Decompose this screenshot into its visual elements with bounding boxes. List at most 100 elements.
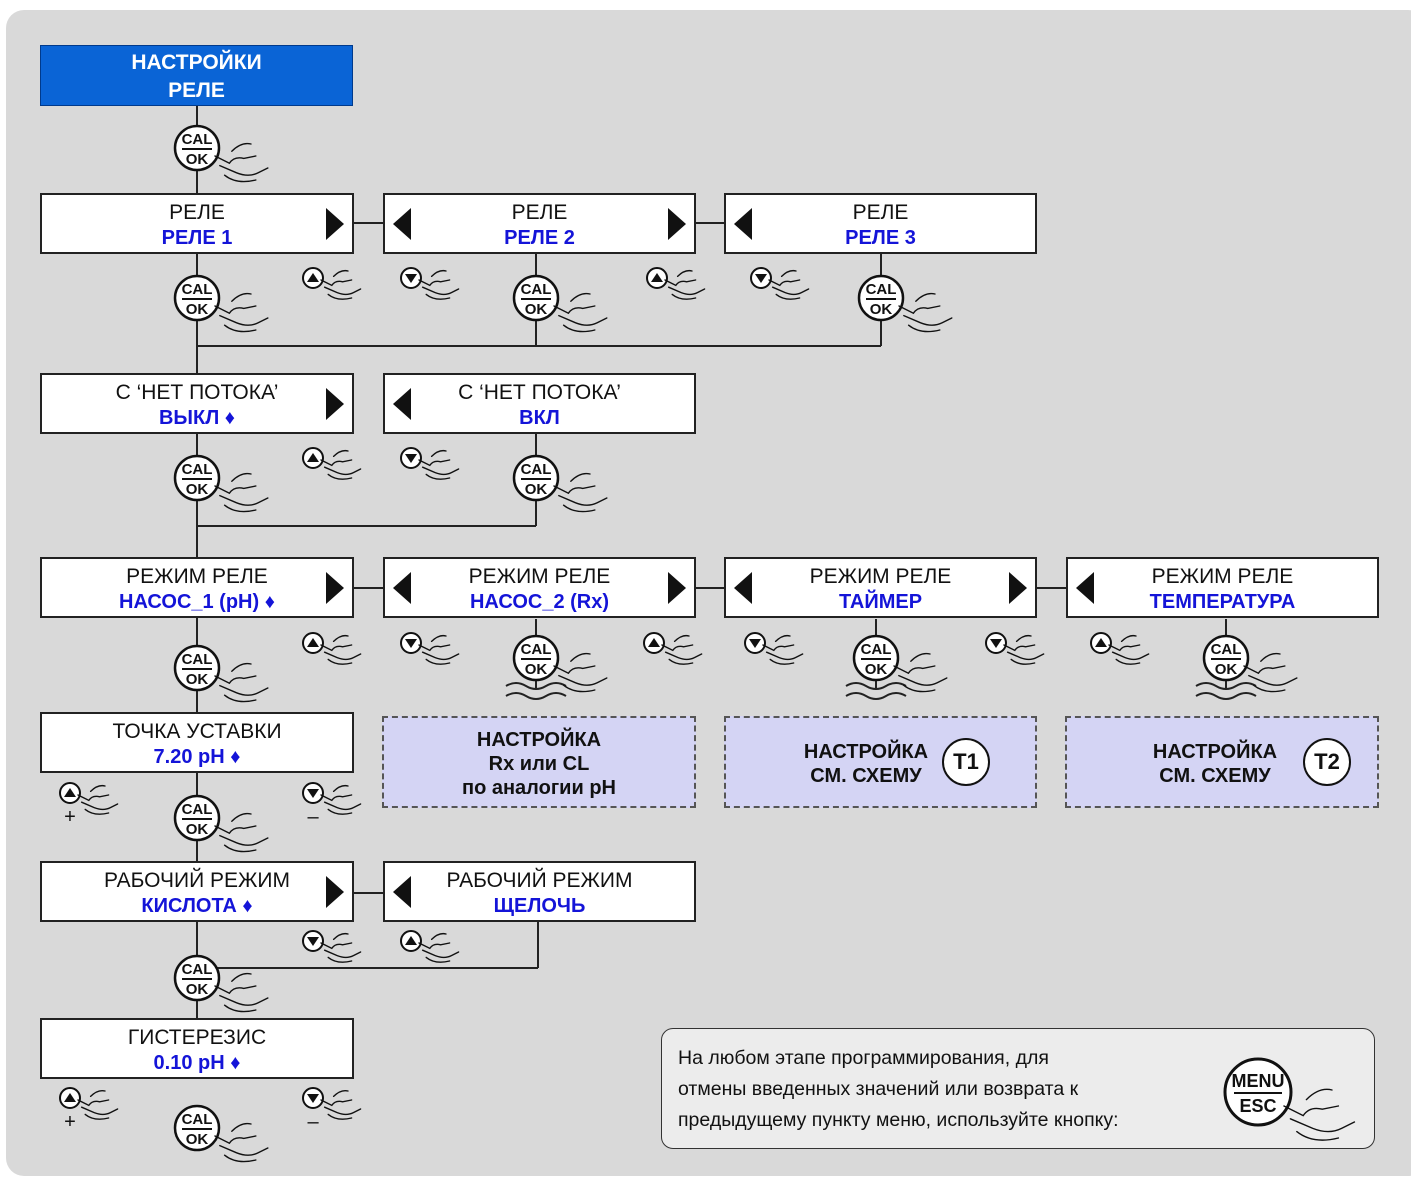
svg-text:CAL: CAL [866,281,897,298]
screen-value: ТАЙМЕР [838,591,923,613]
screen-value: РЕЛЕ 2 [504,227,575,249]
screen-label: ГИСТЕРЕЗИС [127,1026,267,1049]
left-arrow-icon [734,571,752,604]
noflow-option-on[interactable]: С ‘НЕТ ПОТОКА’ ВКЛ [383,373,696,434]
cal-ok-button-icon[interactable]: CAL OK [512,634,608,693]
timer-setup-note: НАСТРОЙКА СМ. СХЕМУ T1 [724,716,1037,808]
relay-option-1[interactable]: РЕЛЕ РЕЛЕ 1 [40,193,354,254]
right-arrow-icon [326,875,344,908]
down-arrow-button-icon[interactable] [985,632,1045,665]
mode-option-pump1[interactable]: РЕЖИМ РЕЛЕ НАСОС_1 (pH) ♦ [40,557,354,618]
cal-ok-button-icon[interactable]: CAL OK [852,634,948,693]
screen-value: НАСОС_1 (pH) ♦ [119,591,275,613]
down-arrow-button-icon[interactable] [400,447,460,480]
screen-label: ТОЧКА УСТАВКИ [112,720,282,743]
svg-text:OK: OK [865,661,888,678]
menu-title-line2: РЕЛЕ [168,79,225,102]
right-arrow-icon [326,387,344,420]
down-arrow-button-icon[interactable]: – [302,782,362,828]
left-arrow-icon [393,571,411,604]
up-arrow-button-icon[interactable] [643,632,703,665]
svg-text:OK: OK [186,481,209,498]
up-arrow-button-icon[interactable]: + [59,1087,119,1133]
up-arrow-button-icon[interactable] [302,267,362,300]
down-arrow-button-icon[interactable] [750,267,810,300]
svg-text:CAL: CAL [521,281,552,298]
cal-ok-button-icon[interactable]: CAL OK [512,274,608,333]
screen-label: С ‘НЕТ ПОТОКА’ [458,381,621,404]
down-arrow-button-icon[interactable] [400,632,460,665]
t1-badge-icon[interactable]: T1 [942,738,990,786]
hysteresis-screen[interactable]: ГИСТЕРЕЗИС 0.10 pH ♦ [40,1018,354,1079]
mode-option-pump2[interactable]: РЕЖИМ РЕЛЕ НАСОС_2 (Rx) [383,557,696,618]
svg-text:ESC: ESC [1239,1096,1276,1116]
svg-text:OK: OK [525,301,548,318]
up-arrow-button-icon[interactable] [646,267,706,300]
mode-option-timer[interactable]: РЕЖИМ РЕЛЕ ТАЙМЕР [724,557,1037,618]
screen-label: РЕЛЕ [852,201,909,224]
note-line: НАСТРОЙКА [1152,741,1278,763]
left-arrow-icon [393,387,411,420]
right-arrow-icon [1009,571,1027,604]
svg-text:–: – [307,806,319,828]
svg-text:MENU: MENU [1232,1071,1285,1091]
down-arrow-button-icon[interactable] [302,930,362,963]
svg-text:OK: OK [186,821,209,838]
screen-value: ТЕМПЕРАТУРА [1149,591,1296,613]
screen-label: РЕЛЕ [169,201,225,224]
svg-text:CAL: CAL [182,961,213,978]
screen-label: РАБОЧИЙ РЕЖИМ [103,869,291,892]
relay-option-3[interactable]: РЕЛЕ РЕЛЕ 3 [724,193,1037,254]
screen-value: НАСОС_2 (Rx) [469,591,610,613]
svg-text:CAL: CAL [182,461,213,478]
up-arrow-button-icon[interactable]: + [59,782,119,828]
note-line: НАСТРОЙКА [803,741,929,763]
screen-value: РЕЛЕ 1 [161,227,233,249]
screen-value: РЕЛЕ 3 [845,227,916,249]
svg-text:CAL: CAL [861,641,892,658]
right-arrow-icon [326,571,344,604]
up-arrow-button-icon[interactable] [1090,632,1150,665]
note-line: СМ. СХЕМУ [810,765,922,787]
up-arrow-button-icon[interactable] [302,632,362,665]
temperature-setup-note: НАСТРОЙКА СМ. СХЕМУ T2 [1065,716,1379,808]
down-arrow-button-icon[interactable] [400,267,460,300]
cal-ok-button-icon[interactable]: CAL OK [857,274,953,333]
cal-ok-button-icon[interactable]: CAL OK [173,124,269,183]
left-arrow-icon [393,207,411,240]
mode-option-temperature[interactable]: РЕЖИМ РЕЛЕ ТЕМПЕРАТУРА [1066,557,1379,618]
svg-text:OK: OK [186,671,209,688]
noflow-option-off[interactable]: С ‘НЕТ ПОТОКА’ ВЫКЛ ♦ [40,373,354,434]
down-arrow-button-icon[interactable]: – [302,1087,362,1133]
right-arrow-icon [326,207,344,240]
down-arrow-button-icon[interactable] [744,632,804,665]
up-arrow-button-icon[interactable] [302,447,362,480]
work-option-acid[interactable]: РАБОЧИЙ РЕЖИМ КИСЛОТА ♦ [40,861,354,922]
svg-text:OK: OK [525,661,548,678]
svg-text:OK: OK [870,301,893,318]
svg-text:OK: OK [186,151,209,168]
menu-esc-button-icon[interactable]: MENU ESC [1223,1057,1356,1141]
up-arrow-button-icon[interactable] [400,930,460,963]
svg-text:CAL: CAL [521,641,552,658]
right-arrow-icon [668,571,686,604]
t2-badge-icon[interactable]: T2 [1303,738,1351,786]
relay-option-2[interactable]: РЕЛЕ РЕЛЕ 2 [383,193,696,254]
note-line: по аналогии pH [462,777,616,799]
hint-line: предыдущему пункту меню, используйте кно… [678,1109,1119,1131]
setpoint-screen[interactable]: ТОЧКА УСТАВКИ 7.20 pH ♦ [40,712,354,773]
svg-text:CAL: CAL [1211,641,1242,658]
note-line: СМ. СХЕМУ [1159,765,1271,787]
cal-ok-button-icon[interactable]: CAL OK [173,454,269,513]
svg-text:CAL: CAL [182,131,213,148]
screen-value: ВКЛ [519,407,560,429]
work-option-alkali[interactable]: РАБОЧИЙ РЕЖИМ ЩЕЛОЧЬ [383,861,696,922]
